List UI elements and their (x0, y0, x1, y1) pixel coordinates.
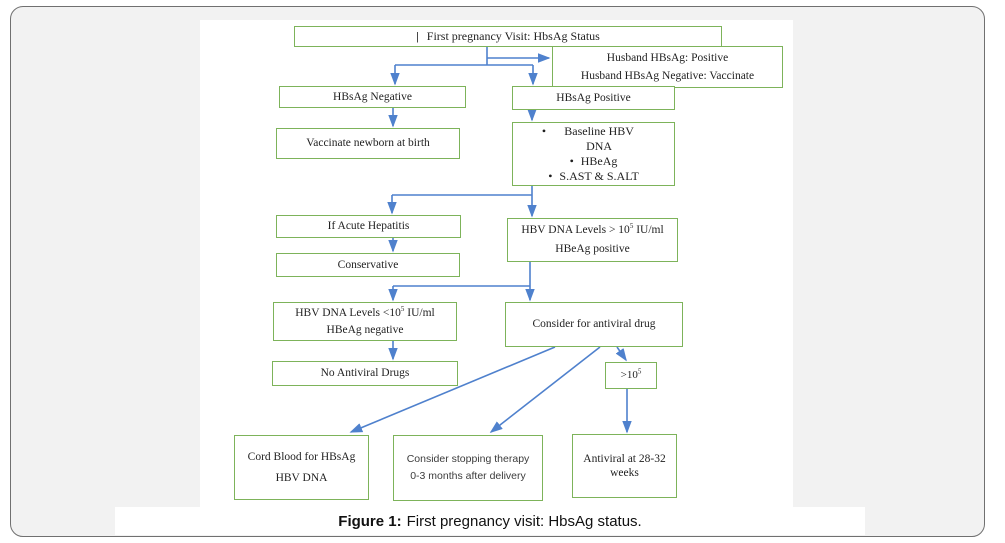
box-consider-antiviral: Consider for antiviral drug (505, 302, 683, 347)
flowchart-panel: | First pregnancy Visit: HbsAg Status Hu… (200, 20, 793, 507)
flow-arrow (615, 346, 627, 362)
box-hbv-dna-low: HBV DNA Levels <105 IU/ml HBeAg negative (273, 302, 457, 341)
cord-blood-line2: HBV DNA (275, 471, 328, 484)
stop-therapy-line1: Consider stopping therapy (406, 453, 530, 466)
box-conservative: Conservative (276, 253, 460, 277)
caption-text: First pregnancy visit: HbsAg status. (406, 512, 642, 530)
antiviral-weeks-text: Antiviral at 28-32 weeks (583, 452, 666, 479)
husband-negative-text: Husband HBsAg Negative: Vaccinate (580, 69, 755, 82)
vaccinate-newborn-text: Vaccinate newborn at birth (306, 137, 430, 150)
box-hbsag-positive: HBsAg Positive (512, 86, 675, 110)
bullet-item: • Baseline HBV DNA (542, 124, 645, 154)
threshold-exponent: 5 (637, 366, 642, 375)
hbeag-positive-text: HBeAg positive (555, 243, 630, 256)
box-threshold: >105 (605, 362, 657, 389)
bullet-item: • S.AST & S.ALT (548, 169, 639, 184)
hbsag-positive-text: HBsAg Positive (556, 91, 631, 104)
box-if-acute-hepatitis: If Acute Hepatitis (276, 215, 461, 238)
cord-blood-line1: Cord Blood for HBsAg (247, 451, 356, 464)
bullet-text-hbeag: HBeAg (580, 154, 618, 168)
box-baseline-workup: • Baseline HBV DNA • HBeAg • S.AST & S.A… (512, 122, 675, 186)
bullet-dot: • (548, 169, 553, 183)
consider-antiviral-text: Consider for antiviral drug (532, 318, 656, 331)
stop-therapy-line2: 0-3 months after delivery (410, 469, 526, 482)
box-hbv-dna-high: HBV DNA Levels > 105 IU/ml HBeAg positiv… (507, 218, 678, 262)
box-cord-blood: Cord Blood for HBsAg HBV DNA (234, 435, 369, 500)
hbeag-negative-text: HBeAg negative (326, 323, 404, 336)
husband-positive-text: Husband HBsAg: Positive (606, 51, 729, 64)
threshold-pre: >10 (620, 368, 638, 381)
bullet-item: • HBeAg (570, 154, 618, 169)
box-stop-therapy: Consider stopping therapy 0-3 months aft… (393, 435, 543, 501)
hbv-high-exponent: 5 (629, 222, 634, 231)
box-husband-status: Husband HBsAg: Positive Husband HBsAg Ne… (552, 46, 783, 88)
hbv-high-level-text: HBV DNA Levels > 105 IU/ml (521, 223, 663, 237)
caption-label: Figure 1: (338, 512, 402, 530)
box-vaccinate-newborn: Vaccinate newborn at birth (276, 128, 460, 159)
box-hbsag-negative: HBsAg Negative (279, 86, 466, 108)
box-first-pregnancy-visit: | First pregnancy Visit: HbsAg Status (294, 26, 722, 47)
bullet-dot: • (569, 154, 574, 168)
hbv-low-exponent: 5 (400, 304, 405, 313)
conservative-text: Conservative (337, 258, 399, 271)
hbsag-negative-text: HBsAg Negative (333, 90, 412, 103)
hbv-low-pre: HBV DNA Levels <10 (295, 306, 401, 319)
flow-arrow (349, 346, 556, 433)
hbv-low-level-text: HBV DNA Levels <105 IU/ml (295, 304, 435, 320)
bullet-text-ast-alt: S.AST & S.ALT (559, 169, 639, 183)
cursor-bar: | (416, 29, 419, 43)
figure-caption: Figure 1: First pregnancy visit: HbsAg s… (115, 507, 865, 535)
box-no-antiviral-drugs: No Antiviral Drugs (272, 361, 458, 386)
no-antiviral-drugs-text: No Antiviral Drugs (320, 367, 410, 380)
bullet-text-baseline-hbv-dna: Baseline HBV DNA (564, 124, 634, 153)
hbv-high-pre: HBV DNA Levels > 10 (521, 224, 630, 237)
if-acute-hepatitis-text: If Acute Hepatitis (327, 220, 410, 233)
flowchart-title: First pregnancy Visit: HbsAg Status (426, 29, 600, 43)
flow-arrow (489, 346, 601, 433)
hbv-high-post: IU/ml (633, 224, 664, 237)
hbv-low-post: IU/ml (404, 306, 435, 319)
threshold-text: >105 (620, 366, 642, 383)
box-antiviral-28-32-weeks: Antiviral at 28-32 weeks (572, 434, 677, 498)
bullet-dot: • (541, 124, 547, 138)
